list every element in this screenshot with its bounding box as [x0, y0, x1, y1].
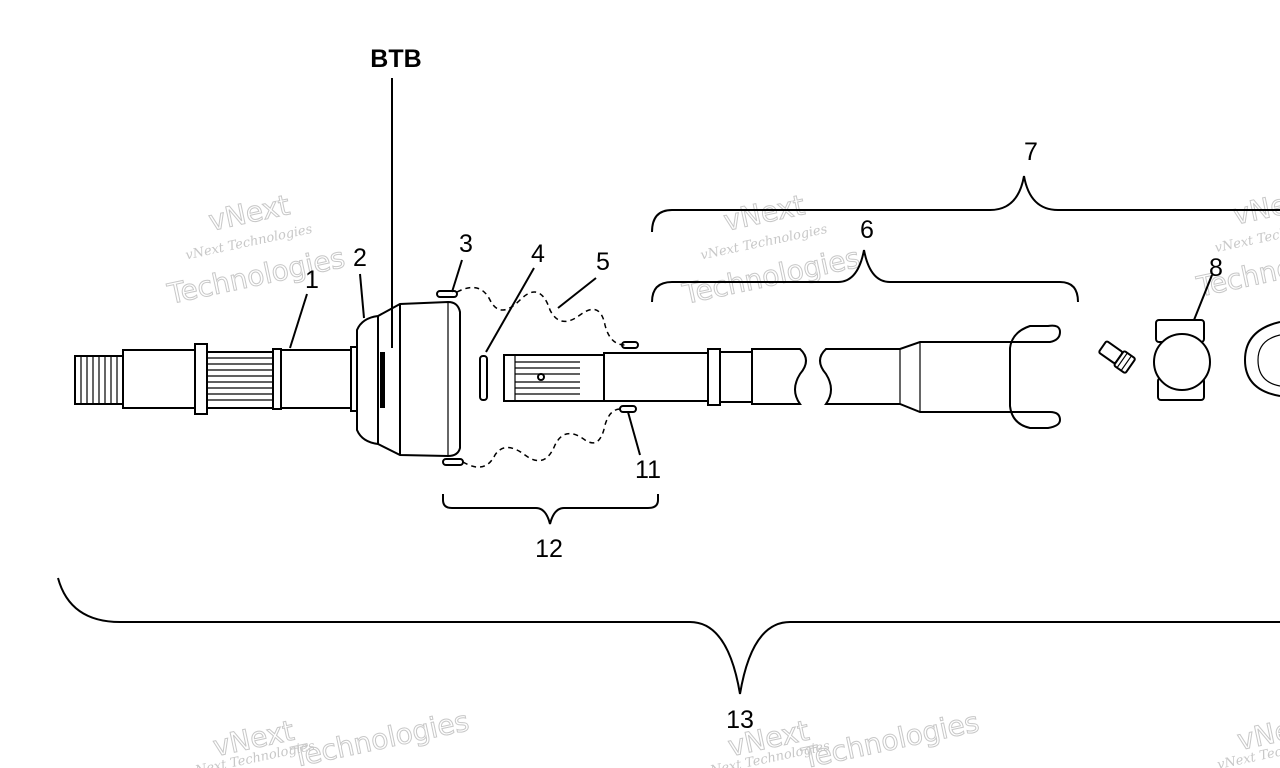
slip-yoke [819, 324, 1062, 429]
callout-btb: BTB [370, 45, 421, 73]
outer-clamp-bottom [442, 458, 464, 466]
callout-3: 3 [459, 230, 473, 258]
leader-2 [359, 273, 365, 319]
shaft-journal [122, 349, 196, 409]
watermark-group: vNext vNext Technologies Technologies vN… [164, 182, 1280, 768]
boot-dashed-bottom [462, 408, 623, 468]
shaft-body [280, 349, 352, 409]
callout-4: 4 [531, 240, 545, 268]
bearing-cup-inner [1257, 334, 1280, 387]
tube-break-left [751, 348, 807, 405]
leader-5 [557, 277, 597, 309]
retaining-ring [479, 355, 488, 401]
brace-6 [651, 249, 1079, 303]
leader-8 [1193, 274, 1213, 321]
bearing-cup [1243, 321, 1280, 397]
stub-shaft [74, 343, 362, 415]
boot-dashed-top [456, 286, 626, 346]
callout-1: 1 [305, 266, 319, 294]
boot-outline [456, 286, 626, 468]
stub-hole [537, 373, 545, 381]
leader-lines [289, 78, 1213, 456]
callout-labels: BTB 1 2 3 4 5 6 7 8 11 12 13 [305, 45, 1223, 734]
shaft-collar [194, 343, 208, 415]
watermark-text: vNext [1230, 182, 1280, 231]
shaft-step [272, 348, 282, 410]
brace-13 [57, 577, 1280, 695]
tube-step [719, 351, 753, 403]
watermark-bottom-left: vNext vNext Technologies Technologies [187, 704, 473, 768]
stub-splines [514, 355, 580, 401]
callout-7: 7 [1024, 138, 1038, 166]
brace-7-path [651, 175, 1280, 233]
outer-clamp-top [436, 290, 458, 298]
leader-3 [451, 259, 463, 293]
spline-lines [207, 357, 273, 401]
inner-clamp-bottom [619, 405, 637, 413]
callout-5: 5 [596, 248, 610, 276]
thread-lines [80, 356, 118, 404]
callout-12: 12 [535, 535, 563, 563]
leader-4 [485, 267, 535, 353]
housing-slot [380, 352, 385, 408]
splined-section [206, 351, 274, 409]
cv-joint-housing [356, 300, 461, 458]
grease-fitting [1098, 340, 1136, 374]
callout-6: 6 [860, 216, 874, 244]
brace-12-path [442, 494, 659, 525]
shaft-tube [603, 352, 711, 402]
brace-6-path [651, 249, 1079, 303]
housing-body [356, 300, 461, 458]
watermark-middle: vNext vNext Technologies Technologies [679, 188, 864, 312]
universal-joint [1098, 319, 1280, 401]
watermark-text: Technologies [798, 705, 982, 768]
brace-13-path [57, 577, 1280, 695]
brace-12 [442, 494, 659, 525]
brace-7 [651, 175, 1280, 233]
ujoint-cross [1153, 333, 1211, 391]
watermark-right: vNext vNext Technologies Technologies [1193, 182, 1280, 305]
callout-13: 13 [726, 706, 754, 734]
tube-ring [707, 348, 721, 406]
callout-11: 11 [635, 456, 661, 484]
intermediate-shaft [503, 324, 1062, 429]
callout-2: 2 [353, 244, 367, 272]
leader-1 [289, 293, 308, 349]
callout-8: 8 [1209, 254, 1223, 282]
leader-11 [627, 411, 641, 456]
watermark-bottom-right: vNext vNext Technologies [1216, 707, 1280, 768]
watermark-text: Technologies [288, 704, 472, 768]
